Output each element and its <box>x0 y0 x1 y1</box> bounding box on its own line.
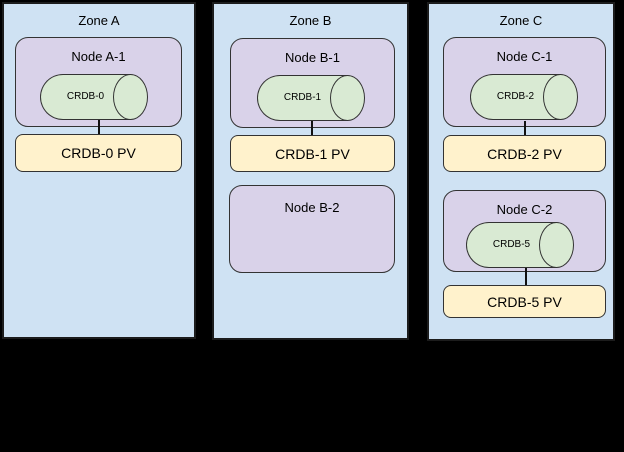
node-label: Node B-2 <box>284 200 340 215</box>
zone-a: Zone A Node A-1 CRDB-0 CRDB-0 PV <box>2 2 196 339</box>
zone-b: Zone B Node B-1 CRDB-1 CRDB-1 PV Node B-… <box>212 2 409 340</box>
pv-label: CRDB-5 PV <box>487 293 562 310</box>
pv-connector-line <box>525 268 527 285</box>
crdb-pod-cylinder: CRDB-5 <box>466 222 574 268</box>
pv-connector-line <box>311 121 313 135</box>
zone-c: Zone C Node C-1 CRDB-2 CRDB-2 PV Node C-… <box>427 2 615 341</box>
pv-connector-line <box>524 121 526 135</box>
zone-label: Zone A <box>78 13 120 28</box>
zone-label: Zone C <box>499 13 543 28</box>
crdb-pod-cylinder: CRDB-0 <box>40 74 148 120</box>
pod-label: CRDB-1 <box>283 92 322 103</box>
pv-box: CRDB-1 PV <box>230 135 395 172</box>
cylinder-cap <box>539 222 574 268</box>
node-label: Node C-2 <box>496 202 553 217</box>
pv-connector-line <box>98 120 100 134</box>
node-a-1: Node A-1 CRDB-0 <box>15 37 182 127</box>
cylinder-cap <box>113 74 148 120</box>
cylinder-cap <box>330 75 365 121</box>
pod-label: CRDB-5 <box>492 239 531 250</box>
pv-box: CRDB-5 PV <box>443 285 606 318</box>
pv-label: CRDB-0 PV <box>61 145 136 161</box>
crdb-pod-cylinder: CRDB-1 <box>257 75 365 121</box>
node-label: Node C-1 <box>496 49 553 64</box>
crdb-pod-cylinder: CRDB-2 <box>470 74 578 120</box>
node-b-1: Node B-1 CRDB-1 <box>230 38 395 128</box>
pod-label: CRDB-2 <box>496 91 535 102</box>
pv-box: CRDB-0 PV <box>15 134 182 172</box>
node-c-1: Node C-1 CRDB-2 <box>443 37 606 127</box>
node-label: Node A-1 <box>71 49 126 64</box>
node-label: Node B-1 <box>285 50 340 65</box>
pv-label: CRDB-1 PV <box>275 145 350 162</box>
pod-label: CRDB-0 <box>66 91 105 102</box>
zone-label: Zone B <box>289 13 332 28</box>
pv-label: CRDB-2 PV <box>487 145 562 162</box>
node-b-2: Node B-2 <box>229 185 395 273</box>
cylinder-cap <box>543 74 578 120</box>
pv-box: CRDB-2 PV <box>443 135 606 172</box>
node-c-2: Node C-2 CRDB-5 <box>443 190 606 272</box>
